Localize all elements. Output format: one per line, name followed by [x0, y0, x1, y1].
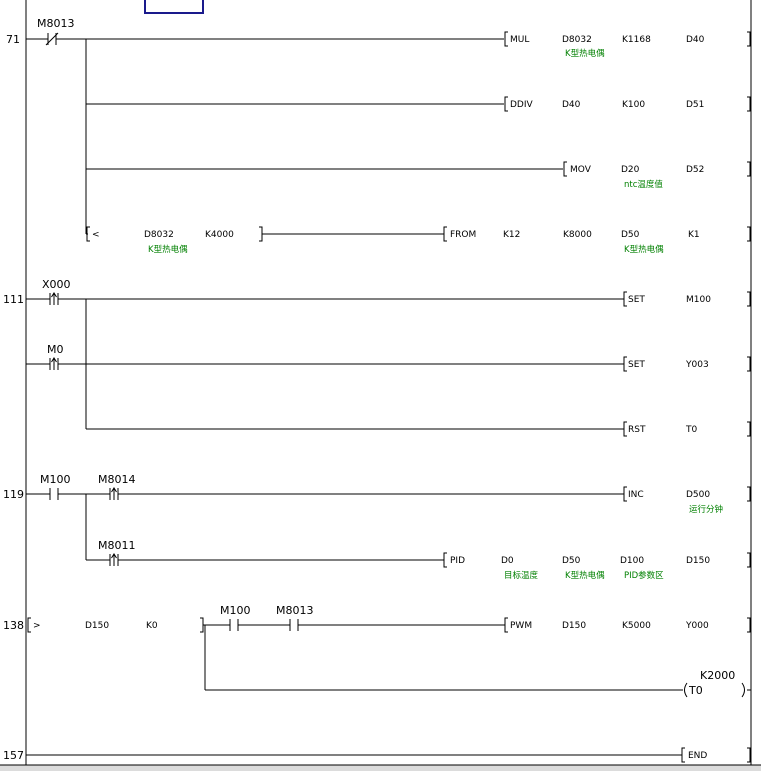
- instruction-inc[interactable]: INC D500 运行分钟: [623, 486, 751, 515]
- contact-nc-m8013[interactable]: M8013: [26, 17, 75, 46]
- instr-operand: K8000: [563, 230, 592, 240]
- instr-operand: D52: [686, 165, 704, 175]
- contact-label: M8013: [37, 17, 75, 30]
- compare-operator: >: [33, 621, 41, 631]
- device-comment: PID参数区: [624, 570, 664, 581]
- device-comment: K型热电偶: [565, 48, 605, 59]
- instr-mnemonic: FROM: [450, 230, 476, 240]
- contact-label: M100: [40, 473, 71, 486]
- instr-operand: K1168: [622, 35, 651, 45]
- device-comment: ntc温度值: [624, 179, 663, 190]
- bottom-strip: [0, 765, 761, 771]
- instr-operand: K1: [688, 230, 700, 240]
- instr-operand: D40: [686, 35, 705, 45]
- contact-label: X000: [42, 278, 71, 291]
- instr-operand: K100: [622, 100, 645, 110]
- rung-71[interactable]: 71 M8013 MUL D8032 K型热电偶 K1168 D40: [6, 17, 751, 255]
- instruction-mov[interactable]: MOV D20 ntc温度值 D52: [563, 161, 751, 190]
- instr-operand: D50: [621, 230, 640, 240]
- instr-mnemonic: RST: [628, 425, 646, 435]
- instruction-mul[interactable]: MUL D8032 K型热电偶 K1168 D40: [504, 31, 751, 59]
- coil-setpoint: K2000: [700, 669, 735, 682]
- compare-operand: D8032: [144, 230, 174, 240]
- instr-operand: D8032: [562, 35, 592, 45]
- compare-greater-than[interactable]: > D150 K0: [27, 617, 204, 633]
- instr-operand: K5000: [622, 621, 651, 631]
- device-comment: K型热电偶: [624, 244, 664, 255]
- device-comment: 运行分钟: [689, 504, 723, 515]
- contact-no-m100[interactable]: M100: [220, 604, 251, 631]
- instruction-set-y003[interactable]: SET Y003: [623, 356, 751, 372]
- cursor-box[interactable]: [144, 0, 204, 14]
- compare-less-than[interactable]: < D8032 K型热电偶 K4000: [86, 226, 263, 255]
- step-number: 111: [3, 293, 24, 306]
- instr-mnemonic: MOV: [570, 165, 592, 175]
- device-comment: K型热电偶: [565, 570, 605, 581]
- device-comment: 目标温度: [504, 570, 539, 581]
- instruction-from[interactable]: FROM K12 K8000 D50 K型热电偶 K1: [443, 226, 751, 255]
- instr-mnemonic: SET: [628, 295, 645, 305]
- contact-rising-x000[interactable]: X000: [26, 278, 71, 305]
- instr-mnemonic: PWM: [510, 621, 532, 631]
- contact-no-m100[interactable]: M100: [26, 473, 71, 500]
- compare-operand: K4000: [205, 230, 234, 240]
- instr-mnemonic: DDIV: [510, 100, 534, 110]
- step-number: 119: [3, 488, 24, 501]
- coil-label: T0: [688, 684, 703, 697]
- instr-operand: D50: [562, 556, 581, 566]
- instr-operand: D20: [621, 165, 640, 175]
- instr-operand: D40: [562, 100, 581, 110]
- contact-label: M0: [47, 343, 64, 356]
- contact-no-m8013[interactable]: M8013: [276, 604, 314, 631]
- instr-mnemonic: SET: [628, 360, 645, 370]
- contact-rising-m8011[interactable]: M8011: [98, 539, 136, 566]
- contact-rising-m0[interactable]: M0: [26, 343, 64, 370]
- contact-label: M8014: [98, 473, 136, 486]
- instr-operand: T0: [685, 425, 697, 435]
- instr-operand: D100: [620, 556, 644, 566]
- instr-operand: Y003: [685, 360, 709, 370]
- compare-operand: D150: [85, 621, 109, 631]
- instr-operand: D150: [686, 556, 710, 566]
- instruction-ddiv[interactable]: DDIV D40 K100 D51: [504, 96, 751, 112]
- device-comment: K型热电偶: [148, 244, 188, 255]
- instr-operand: K12: [503, 230, 520, 240]
- instr-operand: D150: [562, 621, 586, 631]
- instr-mnemonic: PID: [450, 556, 465, 566]
- rung-111[interactable]: 111 X000 M0 SET M100: [3, 278, 751, 437]
- contact-label: M100: [220, 604, 251, 617]
- instr-operand: M100: [686, 295, 711, 305]
- instr-operand: D500: [686, 490, 710, 500]
- instr-mnemonic: MUL: [510, 35, 529, 45]
- coil-t0[interactable]: T0 K2000: [684, 669, 752, 698]
- step-number: 71: [6, 33, 20, 46]
- step-number: 157: [3, 749, 24, 762]
- instr-operand: D0: [501, 556, 514, 566]
- instr-mnemonic: END: [688, 751, 707, 761]
- instruction-rst-t0[interactable]: RST T0: [623, 421, 751, 437]
- rung-138[interactable]: 138 > D150 K0 M100 M8013 PWM D150: [3, 604, 752, 698]
- instr-mnemonic: INC: [628, 490, 644, 500]
- instruction-end[interactable]: END: [681, 747, 751, 763]
- contact-label: M8013: [276, 604, 314, 617]
- rung-157[interactable]: 157 END: [3, 747, 751, 763]
- instruction-pid[interactable]: PID D0 目标温度 D50 K型热电偶 D100 PID参数区 D150: [443, 552, 751, 581]
- instr-operand: D51: [686, 100, 704, 110]
- compare-operand: K0: [146, 621, 158, 631]
- instruction-pwm[interactable]: PWM D150 K5000 Y000: [504, 617, 751, 633]
- compare-operator: <: [92, 230, 100, 240]
- step-number: 138: [3, 619, 24, 632]
- instruction-set-m100[interactable]: SET M100: [623, 291, 751, 307]
- contact-rising-m8014[interactable]: M8014: [98, 473, 136, 500]
- contact-label: M8011: [98, 539, 136, 552]
- rung-119[interactable]: 119 M100 M8014 INC D500 运行分钟: [3, 473, 751, 581]
- instr-operand: Y000: [685, 621, 709, 631]
